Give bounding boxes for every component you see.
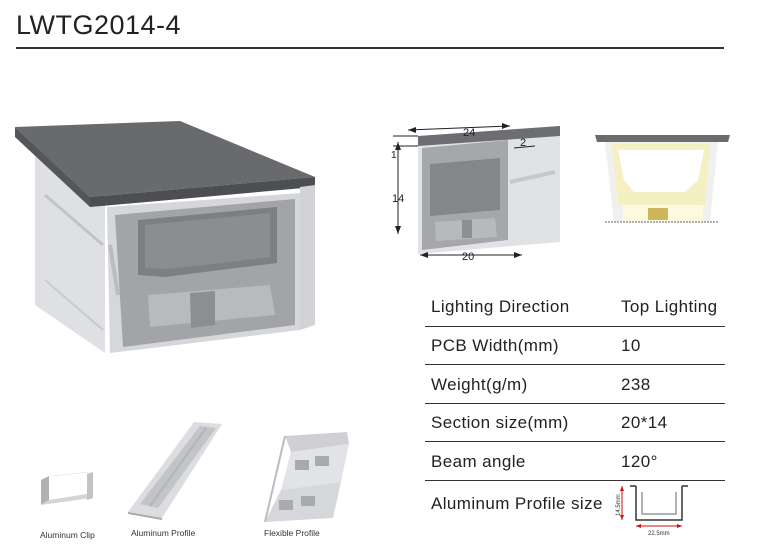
- spec-label: Section size(mm): [431, 413, 569, 432]
- spec-value: Top Lighting: [621, 296, 718, 316]
- product-title: LWTG2014-4: [16, 10, 182, 40]
- dim-wall: 2: [520, 137, 526, 149]
- spec-value: 20*14: [621, 413, 668, 432]
- spec-table: Lighting Direction Top Lighting PCB Widt…: [425, 288, 725, 522]
- accessory-label-flexible: Flexible Profile: [264, 528, 320, 538]
- flexible-profile-illustration: [264, 432, 349, 523]
- dim-lip: 1: [391, 150, 397, 161]
- aluminum-profile-diagram: 14.5mm 22.5mm: [616, 485, 688, 537]
- spec-label: Aluminum Profile size: [431, 493, 603, 513]
- dim-height: 14: [392, 193, 404, 205]
- product-3d-illustration: [15, 121, 315, 353]
- spec-label: Beam angle: [431, 451, 526, 471]
- dimension-drawing: 24 2 1 14 20: [391, 123, 560, 262]
- spec-row: Lighting Direction Top Lighting: [425, 288, 725, 327]
- aluminum-profile-illustration: [128, 422, 222, 520]
- spec-row: Section size(mm) 20*14: [425, 404, 725, 442]
- spec-row: Beam angle 120°: [425, 442, 725, 481]
- spec-value: 120°: [621, 451, 658, 471]
- spec-label: Lighting Direction: [431, 296, 570, 316]
- spec-value: 10: [621, 336, 641, 355]
- accessory-label-profile: Aluminum Profile: [131, 528, 196, 538]
- spec-row: Weight(g/m) 238: [425, 365, 725, 404]
- profile-height-label: 14.5mm: [616, 494, 622, 516]
- profile-width-label: 22.5mm: [648, 531, 670, 537]
- accessory-label-clip: Aluminum Clip: [40, 530, 95, 540]
- spec-label: Weight(g/m): [431, 374, 528, 394]
- dim-width-top: 24: [463, 127, 475, 139]
- cross-section-diagram: [595, 135, 730, 223]
- aluminum-clip-illustration: [41, 472, 93, 505]
- spec-row: Aluminum Profile size: [425, 481, 725, 522]
- dim-width-bottom: 20: [462, 251, 474, 262]
- spec-label: PCB Width(mm): [431, 336, 559, 355]
- spec-row: PCB Width(mm) 10: [425, 327, 725, 365]
- title-divider: [16, 47, 724, 49]
- spec-value: 238: [621, 374, 651, 394]
